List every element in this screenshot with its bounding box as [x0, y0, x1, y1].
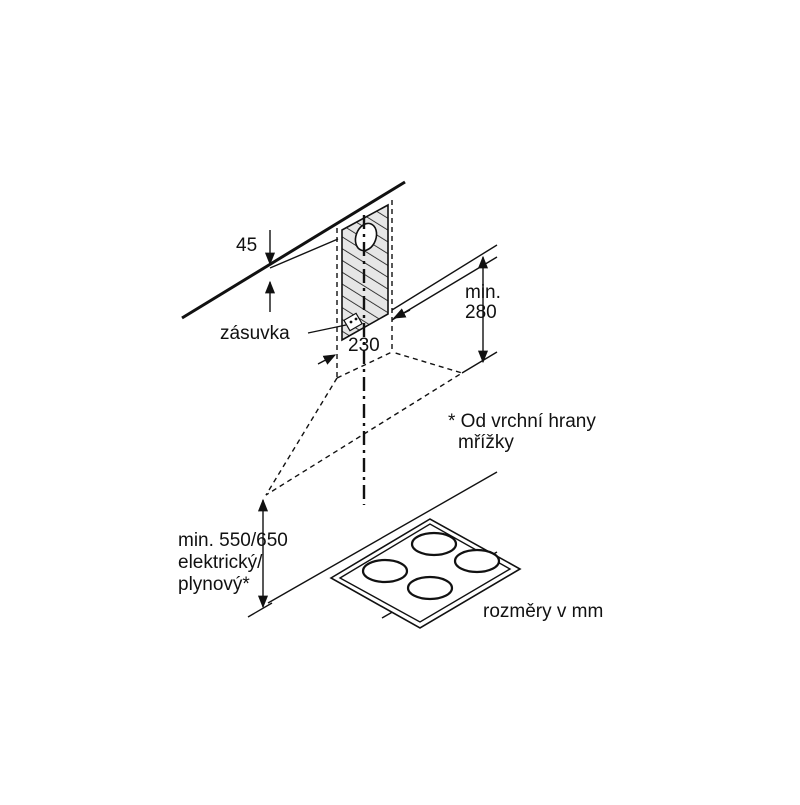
ceiling-line: [181, 180, 406, 320]
label-min-280-line2: 280: [465, 302, 497, 323]
cooktop: [329, 518, 522, 629]
label-45: 45: [236, 235, 257, 256]
dim-550-extension: [247, 602, 273, 618]
vent-opening: [354, 222, 378, 252]
dim-230-arrow-left: [317, 354, 337, 365]
label-min-550-line3: plynový*: [178, 574, 250, 595]
burner-back-right: [453, 548, 501, 574]
label-units: rozměry v mm: [483, 601, 603, 622]
label-min-550-line2: elektrický/: [178, 552, 263, 573]
burner-front-right: [406, 575, 454, 601]
wall-line-right-bottom: [461, 351, 498, 374]
label-min-550-line1: min. 550/650: [178, 530, 288, 551]
countertop-back-edge: [267, 471, 498, 604]
socket-leader: [307, 324, 347, 334]
burner-back-left: [410, 531, 458, 557]
label-note-line2: mřížky: [458, 432, 514, 453]
burner-front-left: [361, 558, 409, 584]
dim-230-arrow-right: [392, 308, 411, 319]
label-230: 230: [348, 335, 380, 356]
label-min-280-line1: min.: [465, 282, 501, 303]
wall-line-upper: [269, 238, 339, 269]
socket-icon: [343, 312, 363, 332]
chimney-bottom-edge: [336, 351, 393, 379]
label-note-line1: * Od vrchní hrany: [448, 411, 596, 432]
label-socket: zásuvka: [220, 323, 290, 344]
